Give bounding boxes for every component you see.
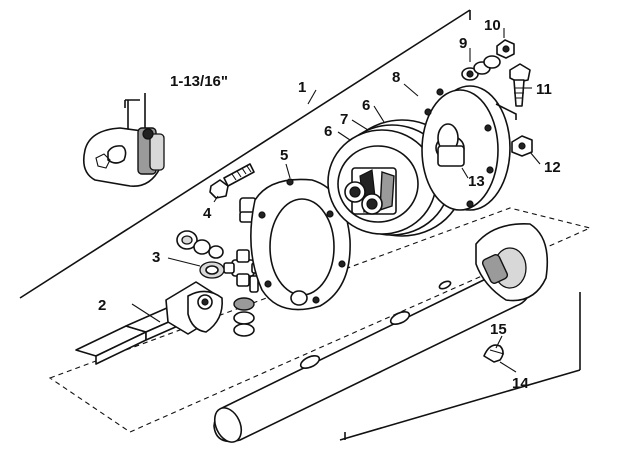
callout-2: 2 xyxy=(98,297,106,314)
bearing-detail-inset xyxy=(82,93,165,187)
callout-labels: 1 1-13/16" 2 3 4 5 6 6 7 8 9 10 11 12 13… xyxy=(98,17,561,392)
panel-outline xyxy=(19,9,592,441)
part-15-clip xyxy=(483,344,505,363)
part-3-u-joint xyxy=(176,197,289,337)
part-9-spacer xyxy=(461,55,501,81)
part-2-shaft xyxy=(75,281,223,365)
callout-4: 4 xyxy=(203,205,212,222)
part-14-tube xyxy=(213,223,549,443)
part-10-nut xyxy=(496,39,515,59)
callout-14: 14 xyxy=(512,375,529,392)
part-12-nut xyxy=(511,135,533,157)
part-4-bolt xyxy=(209,163,255,199)
callout-7: 7 xyxy=(340,111,348,128)
leader-lines xyxy=(131,28,541,373)
callout-11: 11 xyxy=(536,81,552,98)
part-5-flange-plate xyxy=(250,178,351,311)
callout-9: 9 xyxy=(459,35,467,52)
callout-13: 13 xyxy=(468,173,485,190)
callout-10: 10 xyxy=(484,17,501,34)
callout-12: 12 xyxy=(544,159,561,176)
callout-3: 3 xyxy=(152,249,160,266)
part-6-7-pulley xyxy=(327,119,465,237)
callout-5: 5 xyxy=(280,147,288,164)
callout-6b: 6 xyxy=(362,97,370,114)
part-8-hub xyxy=(421,85,517,211)
callout-15: 15 xyxy=(490,321,507,338)
callout-1: 1 xyxy=(298,79,306,96)
part-11-bolt xyxy=(509,63,531,107)
callout-1-dimension: 1-13/16" xyxy=(170,73,228,90)
callout-8: 8 xyxy=(392,69,400,86)
callout-6a: 6 xyxy=(324,123,332,140)
